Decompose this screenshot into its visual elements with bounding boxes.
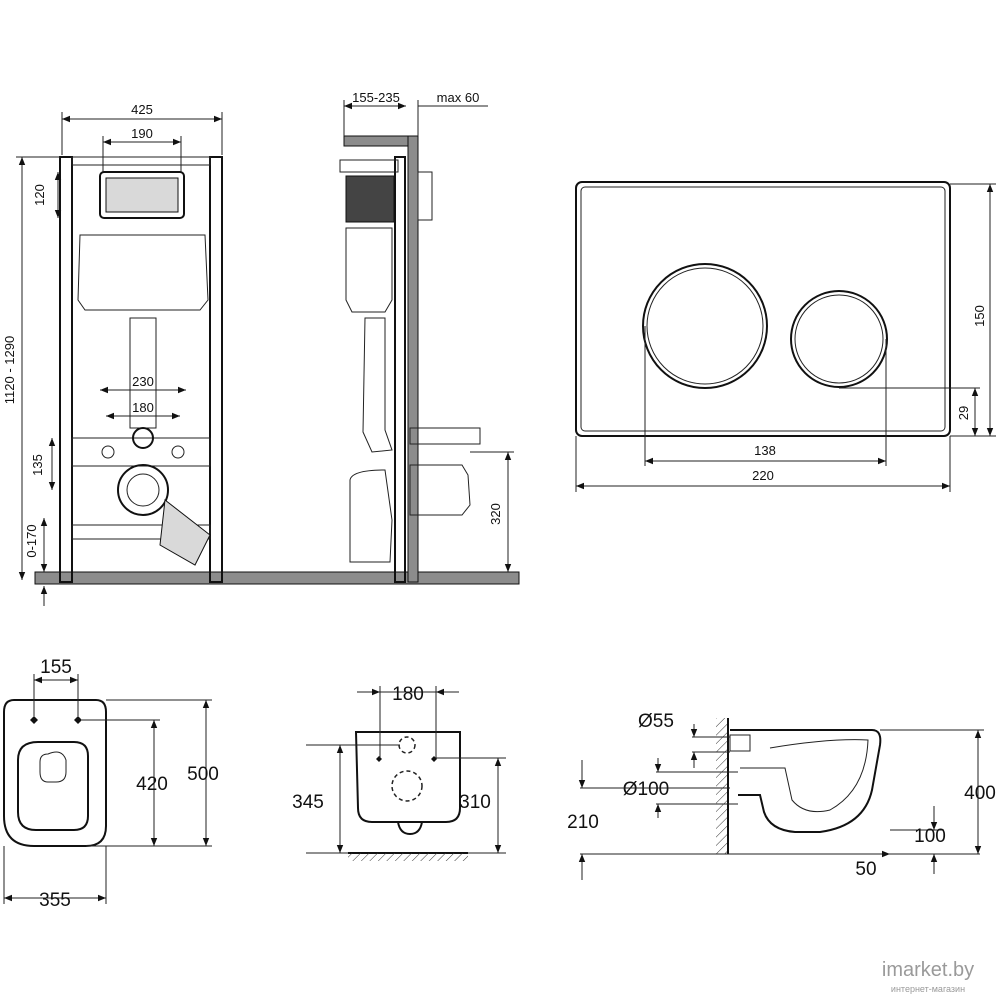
side-inlet bbox=[729, 734, 751, 752]
dim-length: 500 bbox=[187, 764, 219, 785]
dim-hole-span: 180 bbox=[392, 684, 424, 705]
side-top-bracket bbox=[339, 159, 399, 173]
dim-top-height: 120 bbox=[32, 184, 47, 206]
dim-front-left-height: 345 bbox=[292, 792, 324, 813]
dim-side-total-height: 400 bbox=[964, 783, 996, 804]
dim-frame-width: 425 bbox=[131, 102, 153, 117]
dim-studs-inner: 180 bbox=[132, 400, 154, 415]
dim-leg-adjust: 0-170 bbox=[24, 524, 39, 557]
dim-studs-outer: 230 bbox=[132, 374, 154, 389]
dim-to-holes: 420 bbox=[136, 774, 168, 795]
front-hole-left bbox=[376, 756, 382, 762]
floor-slab bbox=[34, 571, 520, 585]
dim-wall-gap: 50 bbox=[855, 859, 876, 880]
bowl-top-drain bbox=[39, 751, 67, 783]
dim-drain-height: 135 bbox=[30, 454, 45, 476]
mount-stud-right bbox=[171, 445, 185, 459]
dim-frame-depth: 155-235 bbox=[352, 90, 400, 105]
bowl-top-outline bbox=[3, 699, 107, 847]
flush-plate-inner bbox=[580, 186, 946, 432]
side-flush-pipe bbox=[362, 317, 393, 453]
front-floor-hatch bbox=[348, 853, 468, 861]
dim-side-outlet-height: 210 bbox=[567, 812, 599, 833]
bowl-front-outline bbox=[354, 731, 461, 823]
drain-outlet-inner bbox=[126, 473, 160, 507]
bowl-side-outline bbox=[730, 729, 882, 833]
dim-buttons-span: 138 bbox=[754, 443, 776, 458]
frame-side-view: 155-235 max 60 320 bbox=[339, 90, 514, 583]
flush-button-large-ring bbox=[646, 267, 764, 385]
frame-bottom-bar bbox=[71, 524, 211, 540]
side-outlet-pipe bbox=[409, 464, 471, 516]
wall-top bbox=[343, 135, 409, 147]
watermark: imarket.by интернет-магазин bbox=[882, 959, 974, 994]
flush-button-large bbox=[642, 263, 768, 389]
dim-plate-height: 150 bbox=[972, 305, 987, 327]
flush-access-opening bbox=[99, 171, 185, 219]
bowl-side-inner bbox=[740, 739, 869, 813]
flush-mechanism bbox=[105, 177, 179, 213]
drain-elbow bbox=[159, 499, 211, 566]
inlet-hidden bbox=[398, 736, 416, 754]
bowl-side-view: Ø55 Ø100 210 400 100 50 bbox=[567, 711, 996, 880]
dim-button-offset: 29 bbox=[956, 406, 971, 420]
dim-total-height: 1120 - 1290 bbox=[2, 336, 17, 404]
dim-side-bottom-height: 100 bbox=[914, 826, 946, 847]
mount-stud-left bbox=[101, 445, 115, 459]
side-inlet-pipe bbox=[409, 427, 481, 445]
flush-button-small bbox=[790, 290, 888, 388]
flush-plate-outline bbox=[575, 181, 951, 437]
side-wall-hatch bbox=[716, 718, 728, 854]
frame-left-post bbox=[59, 156, 73, 583]
frame-right-post bbox=[209, 156, 223, 583]
dim-width: 355 bbox=[39, 890, 71, 911]
dim-inlet-diameter: Ø55 bbox=[638, 711, 674, 732]
frame-side-post bbox=[394, 156, 406, 583]
dim-outlet-diameter: Ø100 bbox=[623, 779, 669, 800]
dim-front-right-height: 310 bbox=[459, 792, 491, 813]
mount-hole-right bbox=[74, 716, 82, 724]
drain-outlet bbox=[117, 464, 169, 516]
flush-button-small-ring bbox=[794, 294, 884, 384]
mount-hole-left bbox=[30, 716, 38, 724]
bowl-top-rim bbox=[17, 741, 89, 831]
side-flush-plate bbox=[417, 171, 433, 221]
flush-plate-view: 150 29 138 220 bbox=[575, 181, 996, 492]
dim-wall-thickness: max 60 bbox=[437, 90, 480, 105]
frame-top-bar bbox=[71, 156, 211, 166]
dim-outlet-height: 320 bbox=[488, 503, 503, 525]
frame-front-view: 425 190 120 1120 - 1290 230 180 135 0-17… bbox=[2, 102, 520, 606]
bowl-top-view: 155 420 500 355 bbox=[3, 657, 219, 911]
bowl-front-view: 180 345 310 bbox=[292, 684, 506, 861]
dim-mount-span: 155 bbox=[40, 657, 72, 678]
side-flush-mechanism bbox=[345, 175, 395, 223]
watermark-tagline: интернет-магазин bbox=[891, 984, 965, 994]
dim-panel-width: 190 bbox=[131, 126, 153, 141]
frame-cross-bar bbox=[71, 437, 211, 467]
side-drain-bend bbox=[349, 469, 393, 563]
bowl-front-foot bbox=[397, 821, 423, 836]
outlet-hidden bbox=[391, 770, 423, 802]
flush-pipe-outlet bbox=[132, 427, 154, 449]
wall-section bbox=[407, 135, 419, 583]
dim-plate-width: 220 bbox=[752, 468, 774, 483]
side-cistern bbox=[345, 227, 393, 313]
cistern-tank bbox=[77, 234, 209, 311]
watermark-brand: imarket.by bbox=[882, 959, 974, 981]
